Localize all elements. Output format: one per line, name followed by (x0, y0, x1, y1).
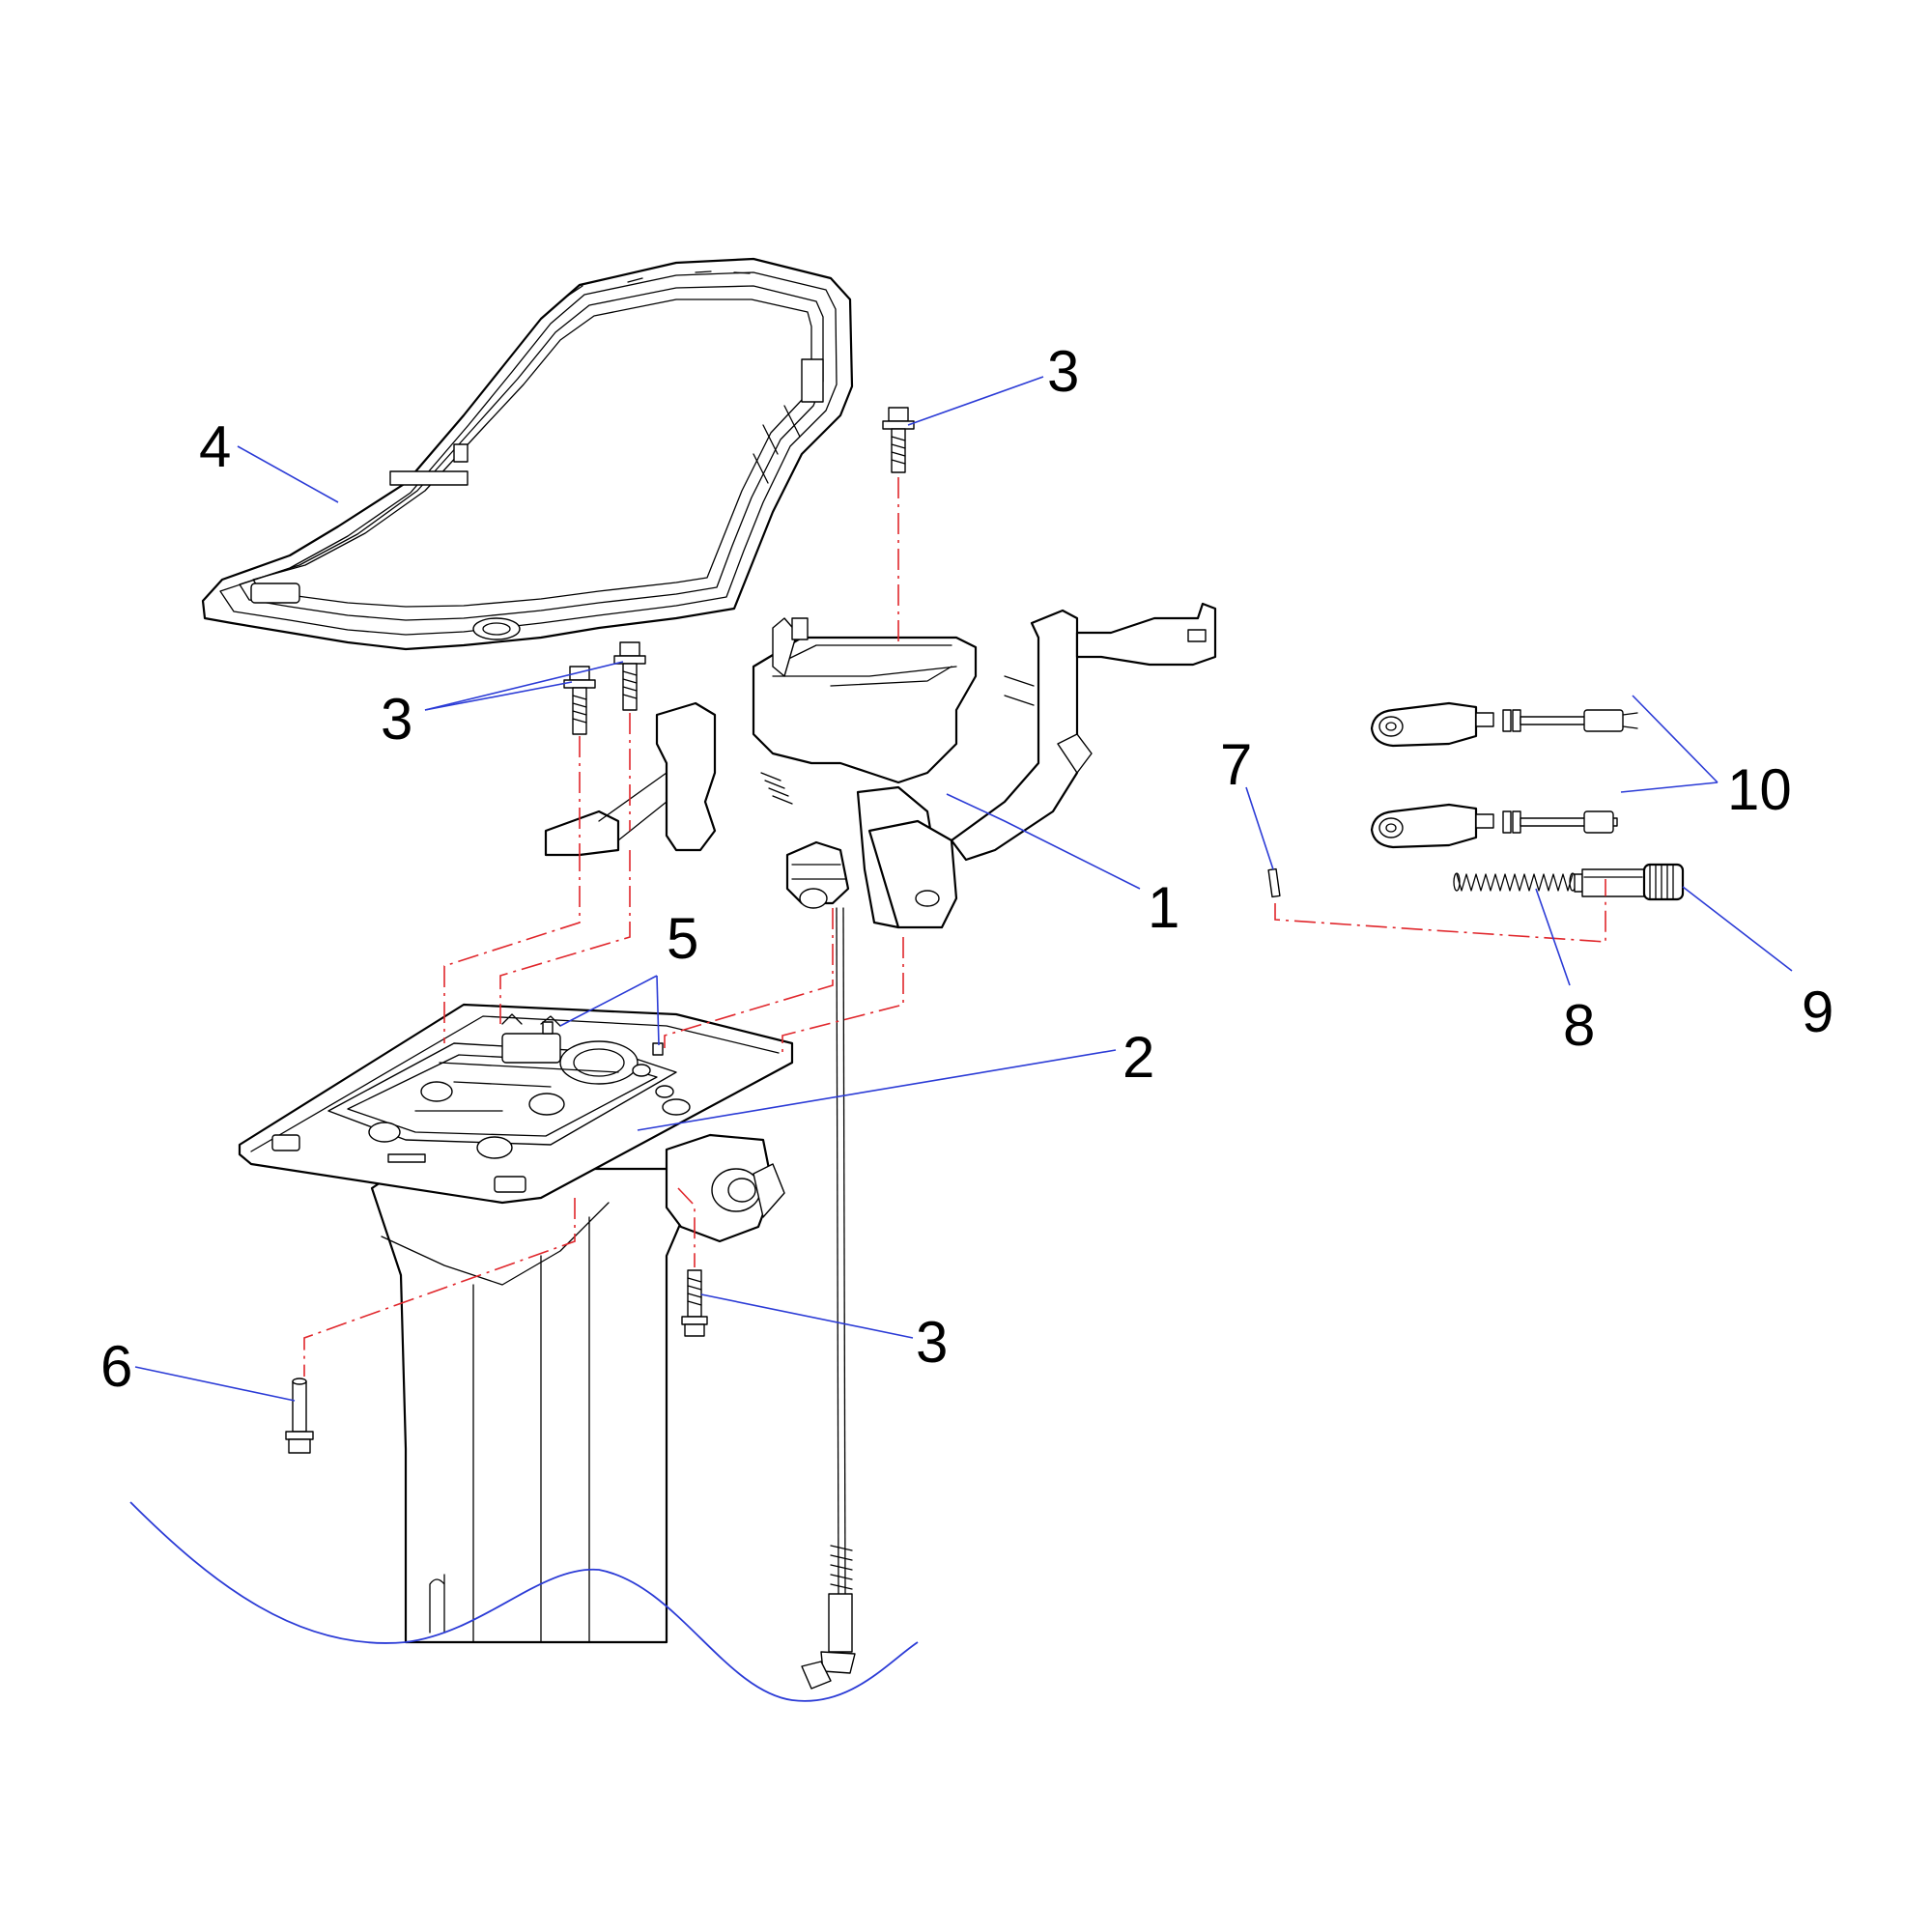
part-10-clevis-upper (1370, 701, 1638, 748)
throttle-rod (801, 907, 856, 1690)
part-4-seal-frame (201, 257, 854, 651)
part-5-dowels (542, 1021, 664, 1056)
part-1-control-assembly (544, 602, 1217, 929)
callout-6: 6 (100, 1334, 132, 1399)
base-adapter-housing (238, 1003, 794, 1644)
assembly-axes (303, 477, 1606, 1377)
part-9-plunger (1574, 863, 1685, 901)
callout-2: 2 (1122, 1025, 1154, 1090)
section-cut-line (129, 1501, 919, 1702)
callout-8: 8 (1563, 993, 1595, 1058)
callout-5: 5 (667, 906, 698, 971)
callout-1: 1 (1148, 875, 1179, 940)
part-8-spring (1453, 872, 1577, 892)
part-3-bolt-left-a (563, 666, 596, 735)
callout-3-left: 3 (381, 687, 412, 752)
callout-labels: 1 2 3 3 3 4 5 6 7 8 9 10 (100, 339, 1833, 1399)
callout-3-lower: 3 (916, 1310, 948, 1375)
leader-lines (134, 376, 1793, 1402)
callout-4: 4 (199, 414, 231, 479)
part-3-bolt-left-b (613, 641, 646, 711)
callout-10: 10 (1727, 757, 1792, 822)
callout-7: 7 (1220, 732, 1252, 797)
callout-9: 9 (1802, 980, 1833, 1044)
callout-3-top: 3 (1047, 339, 1079, 404)
part-3-bolt-lower (681, 1269, 708, 1337)
part-3-bolt-top (882, 407, 915, 473)
part-7-pin (1267, 867, 1281, 898)
part-10-clevis-lower (1370, 803, 1618, 849)
part-6-stud (285, 1378, 314, 1454)
